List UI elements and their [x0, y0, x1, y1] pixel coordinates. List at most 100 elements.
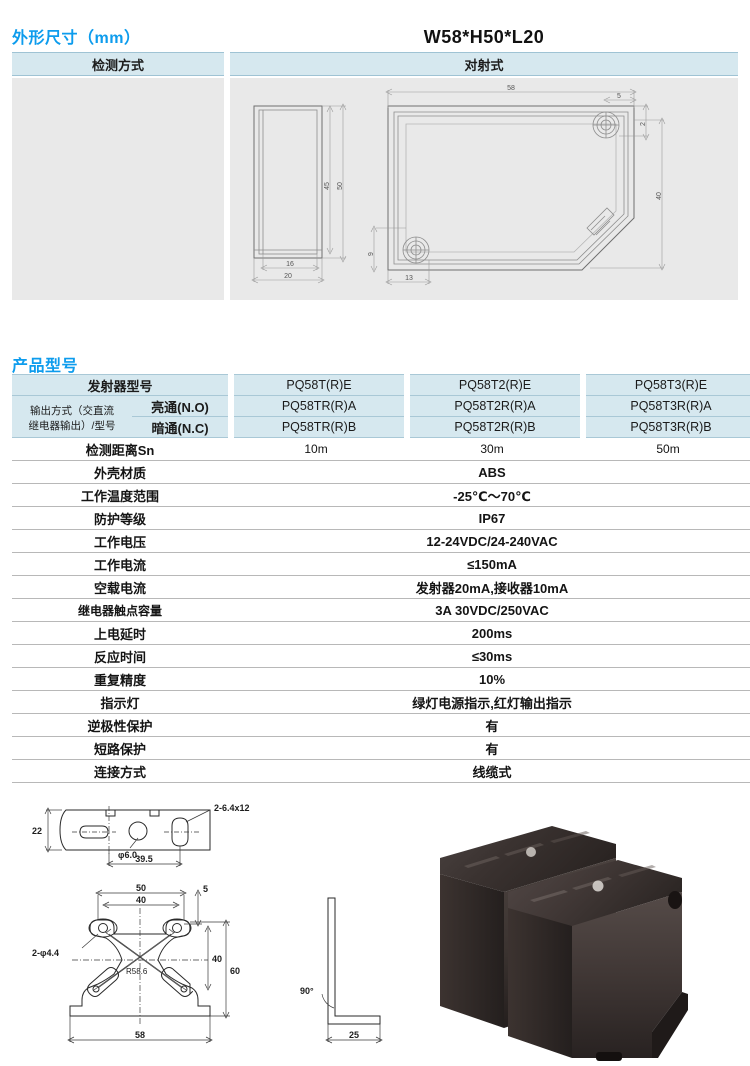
dimensions-section: 外形尺寸（mm） W58*H50*L20 检测方式 对射式: [12, 22, 738, 300]
product-model-heading: 产品型号: [12, 358, 79, 375]
label-60: 60: [230, 966, 240, 976]
spec-value: 10%: [228, 667, 750, 691]
cell-separator: [404, 416, 411, 438]
product-model-heading-wrap: 产品型号: [12, 352, 738, 375]
label-58: 58: [135, 1030, 145, 1040]
svg-text:45: 45: [324, 182, 331, 190]
drawing-pane-right: 45 50 16: [230, 78, 738, 300]
spec-value: 3A 30VDC/250VAC: [228, 598, 750, 622]
spec-value: 12-24VDC/24-240VAC: [228, 529, 750, 553]
svg-text:40: 40: [656, 192, 663, 200]
dark-on-col1: PQ58TR(R)B: [234, 416, 405, 438]
dimensions-heading-wrap: 外形尺寸（mm）: [12, 24, 230, 48]
detection-distance-col2: 30m: [480, 442, 504, 456]
spec-label: 工作电流: [12, 552, 229, 576]
label-radius: R58.6: [126, 967, 148, 976]
bracket-top-view: 2-6.4x12 22 φ6.0 39.5: [32, 803, 250, 868]
table-row-spec: 指示灯 绿灯电源指示,红灯输出指示: [12, 690, 750, 714]
table-row-spec: 连接方式 线缆式: [12, 759, 750, 783]
outline-dimension-drawing: 45 50 16: [251, 85, 666, 286]
table-row-spec: 空载电流 发射器20mA,接收器10mA: [12, 575, 750, 599]
label-2-phi-4-4: 2-φ4.4: [32, 948, 59, 958]
table-row-spec: 防护等级 IP67: [12, 506, 750, 530]
spec-label: 防护等级: [12, 506, 229, 530]
spec-label: 连接方式: [12, 759, 229, 783]
label-40-top: 40: [136, 895, 146, 905]
spec-value: -25℃～70℃: [228, 483, 750, 507]
spec-value: 200ms: [228, 621, 750, 645]
detection-distance-col3: 50m: [656, 442, 680, 456]
dimensions-title-row: 外形尺寸（mm） W58*H50*L20: [12, 22, 738, 48]
spec-label: 逆极性保护: [12, 713, 229, 737]
drawing-pane-left: [12, 78, 224, 300]
svg-text:13: 13: [405, 275, 413, 282]
dark-on-col3: PQ58T3R(R)B: [586, 416, 750, 438]
table-row-spec: 短路保护 有: [12, 736, 750, 760]
cell-separator: [580, 374, 587, 396]
emitter-model-col3: PQ58T3(R)E: [586, 374, 750, 396]
spec-value: 发射器20mA,接收器10mA: [228, 575, 750, 599]
light-on-col3: PQ58T3R(R)A: [586, 395, 750, 417]
dark-on-label: 暗通(N.C): [132, 416, 229, 438]
table-row-spec: 继电器触点容量 3A 30VDC/250VAC: [12, 598, 750, 622]
light-on-col1: PQ58TR(R)A: [234, 395, 405, 417]
output-type-label-text: 输出方式（交直流 继电器输出）/型号: [28, 404, 116, 432]
emitter-model-col2: PQ58T2(R)E: [410, 374, 581, 396]
table-row-spec: 逆极性保护 有: [12, 713, 750, 737]
spec-value: IP67: [228, 506, 750, 530]
detection-distance-col1: 10m: [304, 442, 328, 456]
product-photo: [440, 826, 688, 1061]
cell-separator: [228, 374, 235, 396]
spec-label: 重复精度: [12, 667, 229, 691]
cell-separator: [404, 395, 411, 417]
table-row-detection-distance: 检测距离Sn 10m 30m 50m: [12, 437, 750, 461]
detection-method-header-row: 检测方式 对射式: [12, 52, 738, 76]
spec-label: 继电器触点容量: [12, 598, 229, 622]
svg-text:2: 2: [640, 122, 647, 126]
table-row-spec: 工作电流 ≤150mA: [12, 552, 750, 576]
dark-on-col2: PQ58T2R(R)B: [410, 416, 581, 438]
product-model-section: 产品型号 发射器型号 PQ58T(R)E PQ58T2(R)E PQ58T3(R…: [12, 352, 750, 783]
spec-value: ≤150mA: [228, 552, 750, 576]
spec-label: 上电延时: [12, 621, 229, 645]
label-hole-dia: φ6.0: [118, 850, 137, 860]
spec-label: 工作温度范围: [12, 483, 229, 507]
spec-label: 短路保护: [12, 736, 229, 760]
table-row-spec: 上电延时 200ms: [12, 621, 750, 645]
table-row-emitter-model: 发射器型号 PQ58T(R)E PQ58T2(R)E PQ58T3(R)E: [12, 374, 750, 396]
detection-distance-label: 检测距离Sn: [12, 437, 229, 461]
detection-distance-values: 10m 30m 50m: [228, 437, 750, 461]
emitter-model-label: 发射器型号: [12, 374, 229, 396]
spec-value: 有: [228, 713, 750, 737]
label-90deg: 90°: [300, 986, 314, 996]
output-type-label: 输出方式（交直流 继电器输出）/型号: [12, 395, 132, 438]
specification-table: 发射器型号 PQ58T(R)E PQ58T2(R)E PQ58T3(R)E 输出…: [12, 374, 750, 783]
light-on-label: 亮通(N.O): [132, 395, 229, 417]
spec-value: 线缆式: [228, 759, 750, 783]
dimensions-model-title: W58*H50*L20: [423, 27, 545, 47]
cell-separator: [404, 374, 411, 396]
cell-separator: [228, 395, 235, 417]
cell-separator: [580, 395, 587, 417]
cell-separator: [580, 416, 587, 438]
spec-label: 外壳材质: [12, 460, 229, 484]
svg-text:9: 9: [368, 252, 375, 256]
svg-text:58: 58: [507, 85, 515, 92]
svg-text:5: 5: [617, 93, 621, 100]
spec-value: ≤30ms: [228, 644, 750, 668]
spec-label: 工作电压: [12, 529, 229, 553]
detection-method-value: 对射式: [230, 52, 738, 76]
bracket-side-view: 90° 25: [300, 897, 383, 1044]
sensor-unit-front: [508, 860, 688, 1061]
spec-label: 空载电流: [12, 575, 229, 599]
bottom-section: 2-6.4x12 22 φ6.0 39.5: [0, 788, 750, 1066]
svg-text:16: 16: [286, 261, 294, 268]
svg-text:20: 20: [284, 273, 292, 280]
spec-label: 指示灯: [12, 690, 229, 714]
spec-value: ABS: [228, 460, 750, 484]
table-row-spec: 外壳材质 ABS: [12, 460, 750, 484]
light-on-col2: PQ58T2R(R)A: [410, 395, 581, 417]
spec-value: 绿灯电源指示,红灯输出指示: [228, 690, 750, 714]
label-slot-size: 2-6.4x12: [214, 803, 250, 813]
